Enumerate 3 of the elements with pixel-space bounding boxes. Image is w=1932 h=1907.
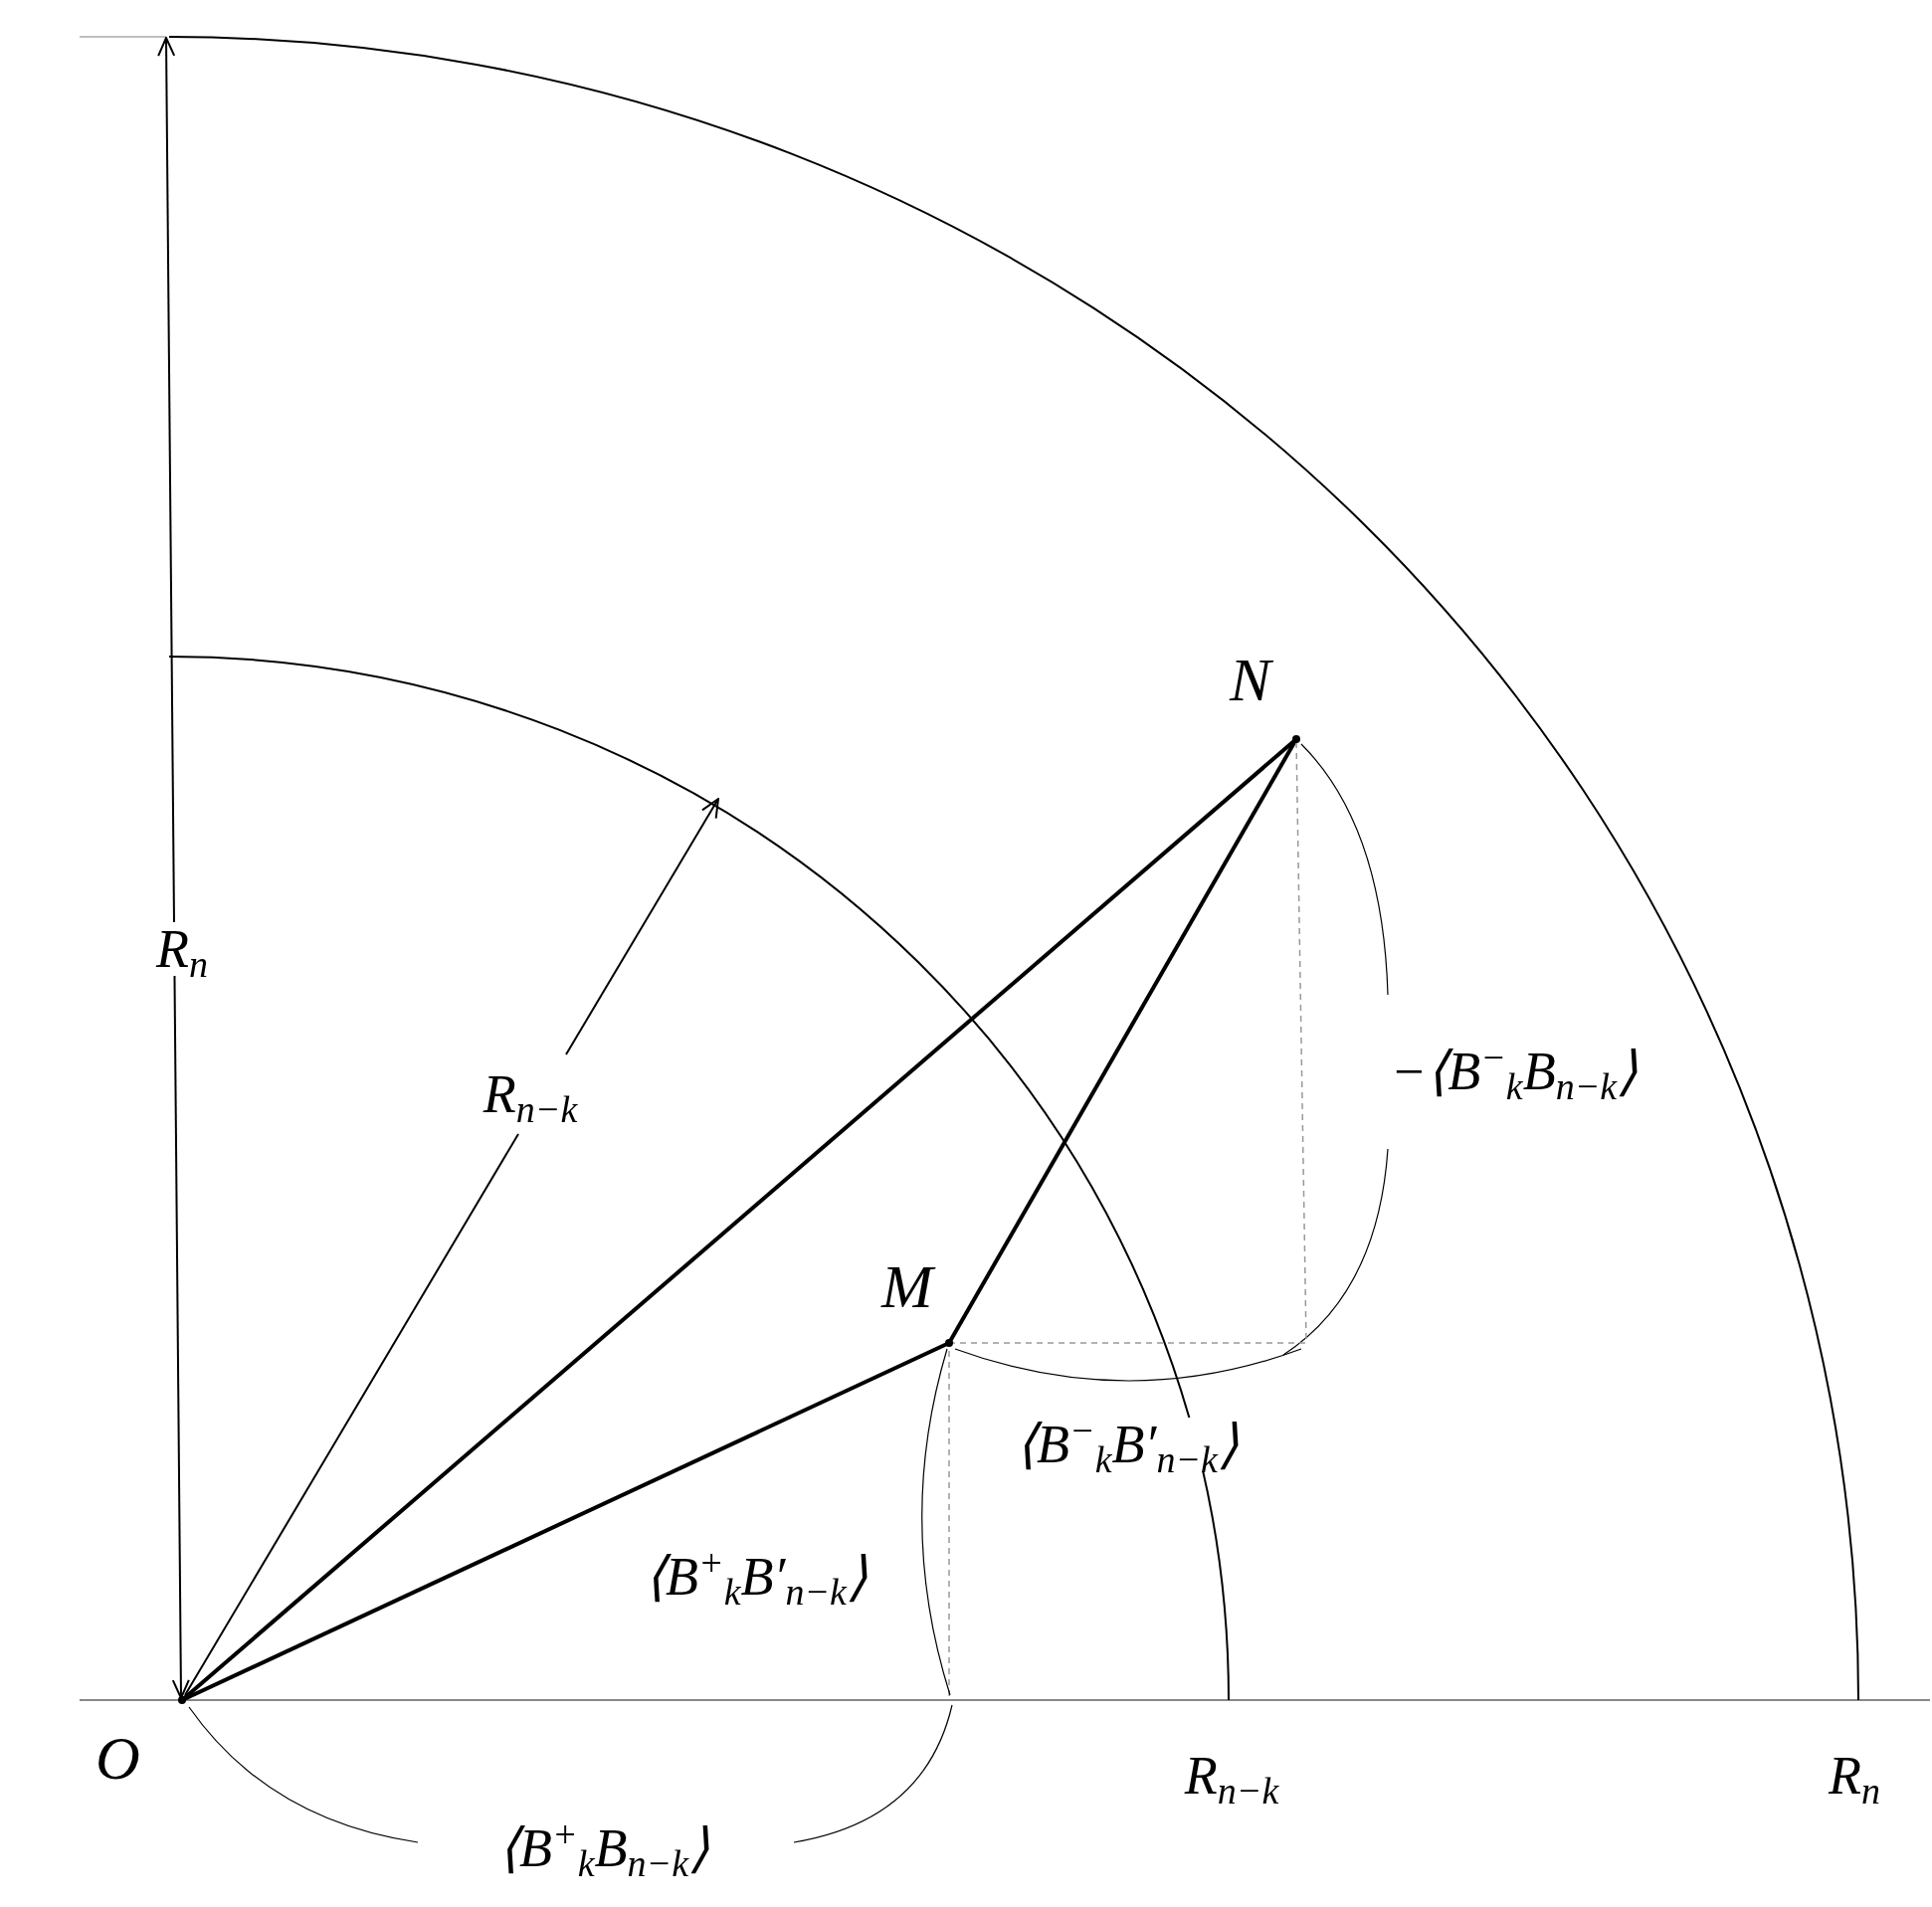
point-label: N	[1230, 649, 1271, 710]
math-label: R$_{n}$	[156, 922, 208, 976]
point-label: O	[96, 1727, 140, 1789]
